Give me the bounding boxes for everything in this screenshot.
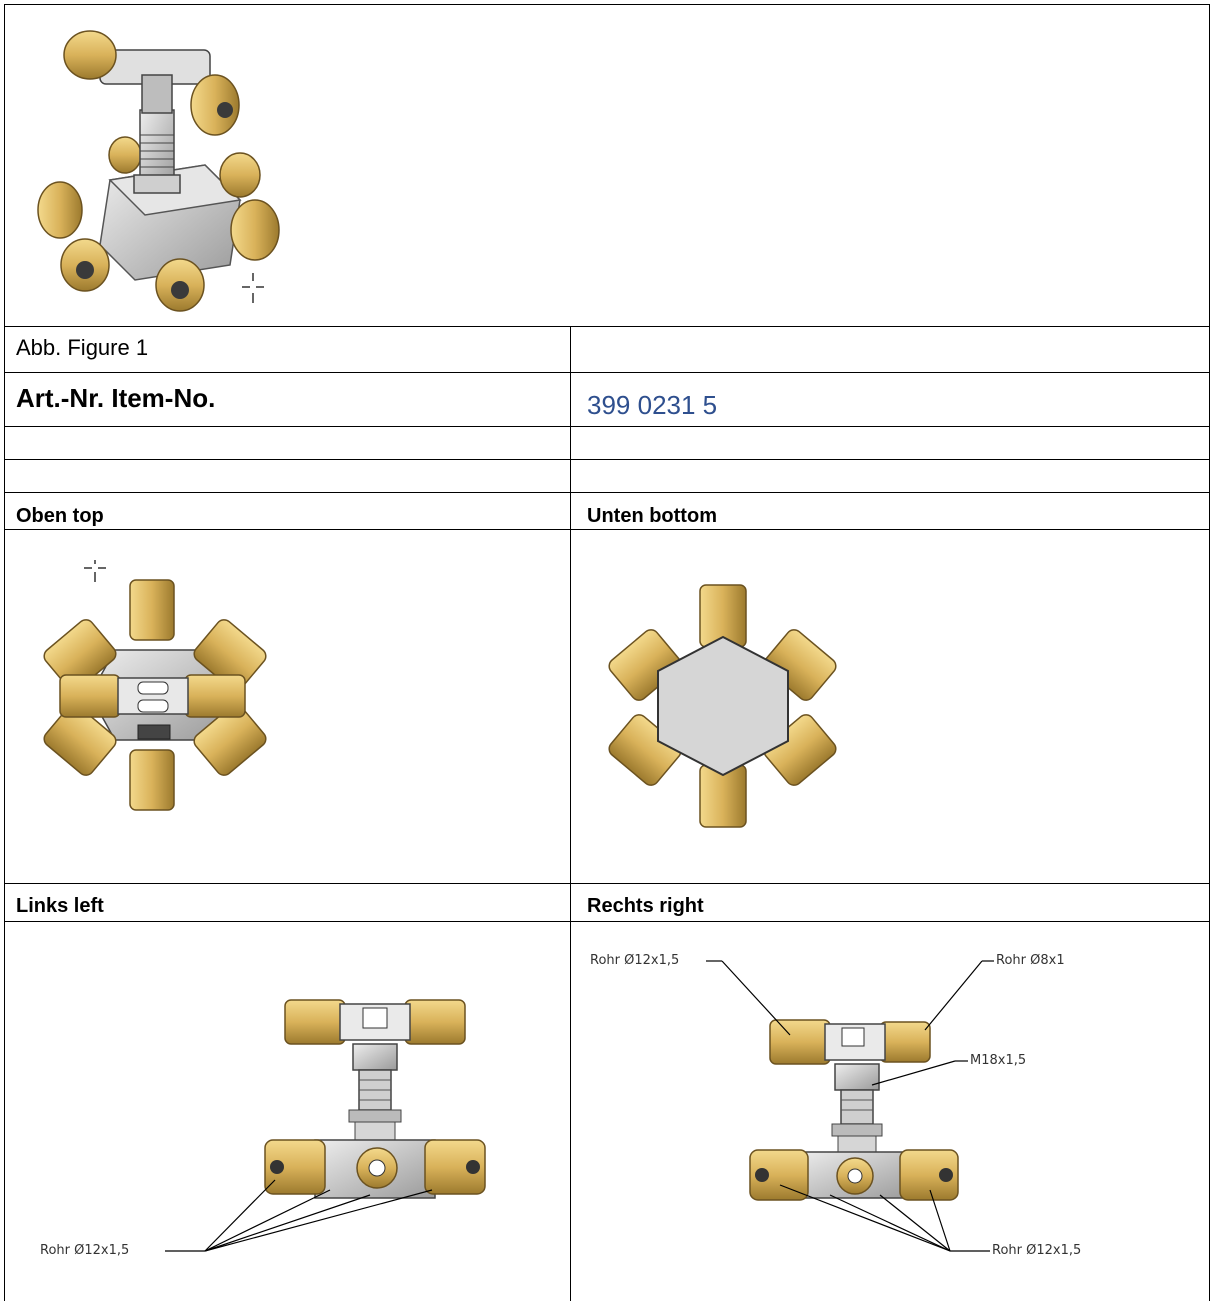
callout-right-pipe-top-left: Rohr Ø12x1,5 [590, 953, 680, 968]
grid-line [4, 326, 1210, 327]
left-view-illustration [264, 999, 486, 1199]
grid-line [4, 492, 1210, 493]
view-label-right: Rechts right [587, 895, 704, 917]
callout-right-pipe-bottom: Rohr Ø12x1,5 [992, 1243, 1082, 1258]
grid-line [570, 326, 571, 1301]
item-number-value: 399 0231 5 [587, 390, 718, 420]
grid-line [1209, 4, 1210, 1301]
grid-line [4, 921, 1210, 922]
grid-line [4, 4, 5, 1301]
grid-line [4, 4, 1210, 5]
grid-line [4, 529, 1210, 530]
callout-right-pipe-top-right: Rohr Ø8x1 [996, 953, 1065, 968]
figure-caption: Abb. Figure 1 [16, 335, 149, 360]
callout-left-pipe: Rohr Ø12x1,5 [40, 1243, 130, 1258]
bottom-view-illustration [608, 584, 837, 828]
item-number-label: Art.-Nr. Item-No. [16, 383, 216, 413]
callout-right-thread: M18x1,5 [970, 1053, 1027, 1068]
grid-line [4, 883, 1210, 884]
grid-line [4, 426, 1210, 427]
grid-line [4, 372, 1210, 373]
view-label-top: Oben top [16, 505, 104, 527]
top-view-illustration [43, 560, 267, 811]
view-label-bottom: Unten bottom [587, 505, 717, 527]
view-label-left: Links left [16, 895, 104, 917]
grid-line [4, 459, 1210, 460]
isometric-product-illustration [37, 30, 280, 312]
right-view-illustration [749, 1019, 959, 1201]
